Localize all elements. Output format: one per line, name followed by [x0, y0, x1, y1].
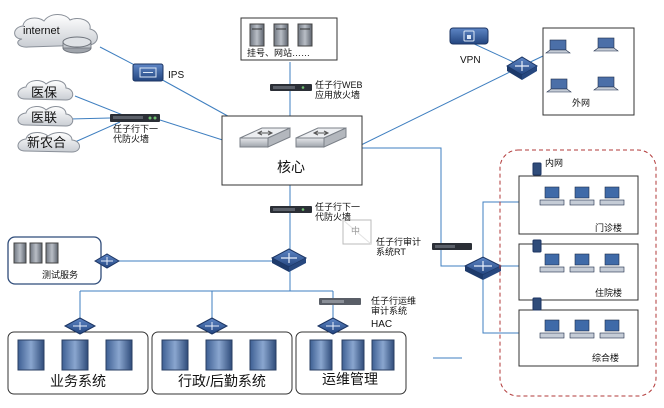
distribution-switch: [270, 248, 308, 272]
waiwang-label: 外网: [572, 98, 591, 108]
zone-admin-label: 行政/后勤系统: [178, 373, 266, 389]
test-service-box: [7, 236, 120, 285]
zone-switches: [63, 317, 350, 335]
audit-rt-label: 任子行审计 系统RT: [376, 237, 422, 258]
server-icon: [249, 23, 313, 47]
zone-ops-box: [295, 331, 407, 395]
link-core-vpnswitch: [354, 65, 523, 149]
test-service-label: 测试服务: [42, 270, 79, 280]
cloud-label-yibao: 医保: [31, 85, 58, 100]
ops-audit-label: 任子行运维 审计系统: [371, 296, 417, 317]
core-switch-icon: [239, 127, 347, 148]
link-fw-core: [159, 119, 233, 144]
building-clinic-label: 门诊楼: [595, 223, 623, 233]
zone-business-box: [7, 331, 149, 395]
zone-business-label: 业务系统: [50, 373, 106, 389]
cloud-internet: [14, 14, 98, 54]
ngfw-left-label: 任子行下一 代防火墙: [113, 124, 159, 145]
zone-admin-box: [151, 331, 293, 395]
cloud-xinnonghe: [17, 132, 80, 153]
intranet-switch: [463, 256, 503, 280]
ips-device: [132, 63, 164, 82]
intranet-aps: [532, 162, 542, 311]
vpn-device: [449, 27, 489, 45]
link-clouds-fw: [69, 95, 129, 143]
cloud-yilian: [17, 106, 74, 127]
link-core-rt: [362, 147, 442, 243]
server-group-top: [240, 17, 338, 61]
web-firewall-device: [270, 84, 312, 91]
ngfw-mid-device: [270, 206, 312, 213]
building-inpatient-label: 住院楼: [595, 288, 623, 298]
laptop-icon: [545, 37, 619, 93]
cloud-yibao: [17, 80, 74, 101]
core-box: [221, 115, 363, 186]
ips-label: IPS: [168, 70, 185, 81]
ngfw-left-device: [110, 114, 160, 122]
building-complex-label: 综合楼: [592, 353, 620, 363]
watermark-label: 中: [351, 226, 361, 236]
hac-label: HAC: [371, 319, 393, 330]
audit-rt-device: [432, 243, 472, 250]
zone-ops-label: 运维管理: [322, 371, 378, 387]
vpn-label: VPN: [460, 55, 481, 66]
cloud-label-yilian: 医联: [31, 110, 58, 125]
server-group-label: 挂号、网站……: [247, 48, 311, 58]
intranet-title: 内网: [545, 158, 564, 168]
cloud-label-internet: internet: [23, 25, 60, 37]
waiwang-box: [542, 27, 635, 116]
watermark-box: [342, 219, 372, 245]
core-label: 核心: [277, 159, 305, 175]
ops-audit-device: [319, 298, 361, 305]
web-firewall-label: 任子行WEB 应用放火墙: [315, 80, 363, 101]
external-switch: [506, 56, 538, 80]
cloud-label-xinnonghe: 新农合: [27, 135, 67, 150]
desktop-icons: [539, 186, 625, 339]
ngfw-mid-label: 任子行下一 代防火墙: [315, 202, 361, 223]
